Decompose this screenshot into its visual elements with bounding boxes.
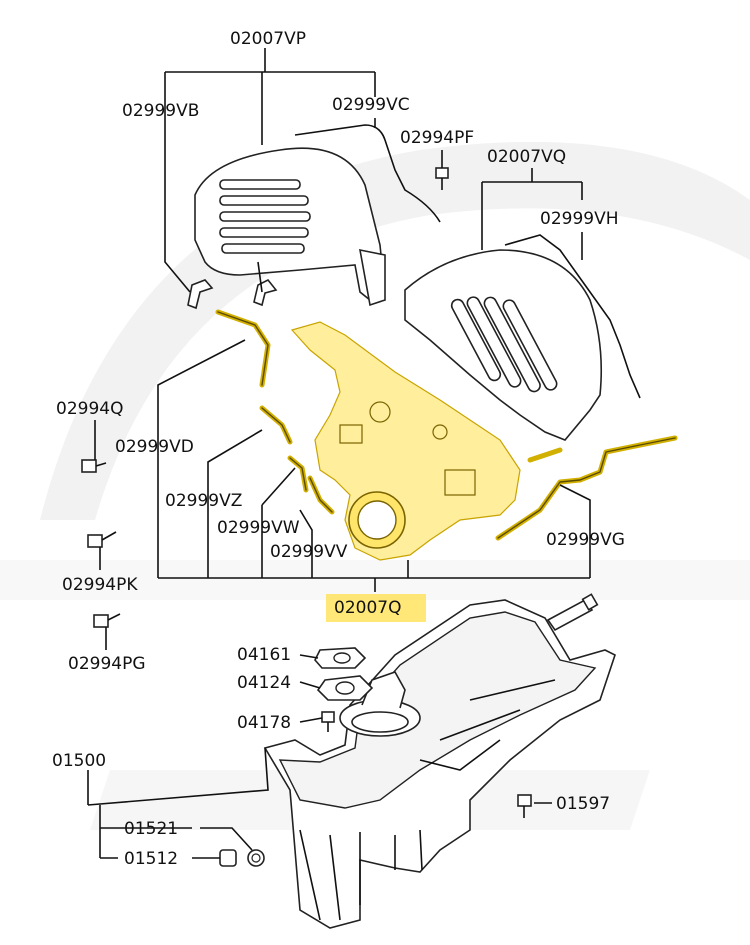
label-02999VV[interactable]: 02999VV — [270, 542, 348, 562]
sealant-tube-shape — [546, 593, 599, 632]
label-02007Q[interactable]: 02007Q — [334, 598, 401, 618]
highlight-box-02007Q — [326, 594, 426, 622]
oil-strainer-shape — [339, 671, 421, 737]
seal-02999VC-shape — [294, 124, 441, 223]
gasket-strips-highlighted — [215, 309, 678, 541]
bolt-02994PK-shape — [87, 531, 117, 548]
label-02007VP[interactable]: 02007VP — [230, 29, 306, 49]
label-04124[interactable]: 04124 — [237, 673, 291, 693]
label-01500[interactable]: 01500 — [52, 751, 106, 771]
label-02994Q[interactable]: 02994Q — [56, 399, 123, 419]
gasket-04161-shape — [314, 647, 367, 669]
oil-pan-shape — [263, 599, 616, 929]
label-02999VD[interactable]: 02999VD — [115, 437, 194, 457]
timing-belt-cover-02007Q-shape — [290, 321, 563, 561]
bolt-01597-shape — [517, 794, 532, 818]
label-02994PF[interactable]: 02994PF — [400, 128, 474, 148]
lower-right-timing-cover — [404, 249, 602, 441]
label-02007VQ[interactable]: 02007VQ — [487, 147, 566, 167]
clip-02999VB-left — [187, 279, 214, 310]
clip-02999VB-right — [253, 278, 278, 307]
label-02994PG[interactable]: 02994PG — [68, 654, 146, 674]
label-04161[interactable]: 04161 — [237, 645, 291, 665]
bolt-02994PG-shape — [93, 613, 121, 628]
upper-timing-cover — [194, 147, 386, 307]
seal-02999VH-shape — [504, 234, 641, 399]
leader-lines — [87, 48, 591, 859]
label-01512[interactable]: 01512 — [124, 849, 178, 869]
label-02999VB[interactable]: 02999VB — [122, 101, 199, 121]
label-01597[interactable]: 01597 — [556, 794, 610, 814]
label-02994PK[interactable]: 02994PK — [62, 575, 138, 595]
label-02999VW[interactable]: 02999VW — [217, 518, 300, 538]
drain-washer-shape — [247, 849, 265, 867]
gasket-04124-shape — [316, 675, 374, 701]
label-02999VG[interactable]: 02999VG — [546, 530, 625, 550]
label-02999VZ[interactable]: 02999VZ — [165, 491, 242, 511]
drain-plug-shape — [219, 849, 237, 867]
part-labels: 02007VP 02999VB 02999VC 02994PF 02007VQ … — [52, 29, 625, 869]
label-04178[interactable]: 04178 — [237, 713, 291, 733]
label-02999VC[interactable]: 02999VC — [332, 95, 410, 115]
bolt-02994Q-shape — [81, 459, 107, 473]
label-01521[interactable]: 01521 — [124, 819, 178, 839]
label-02999VH[interactable]: 02999VH — [540, 209, 619, 229]
bolt-04178-shape — [321, 711, 335, 732]
